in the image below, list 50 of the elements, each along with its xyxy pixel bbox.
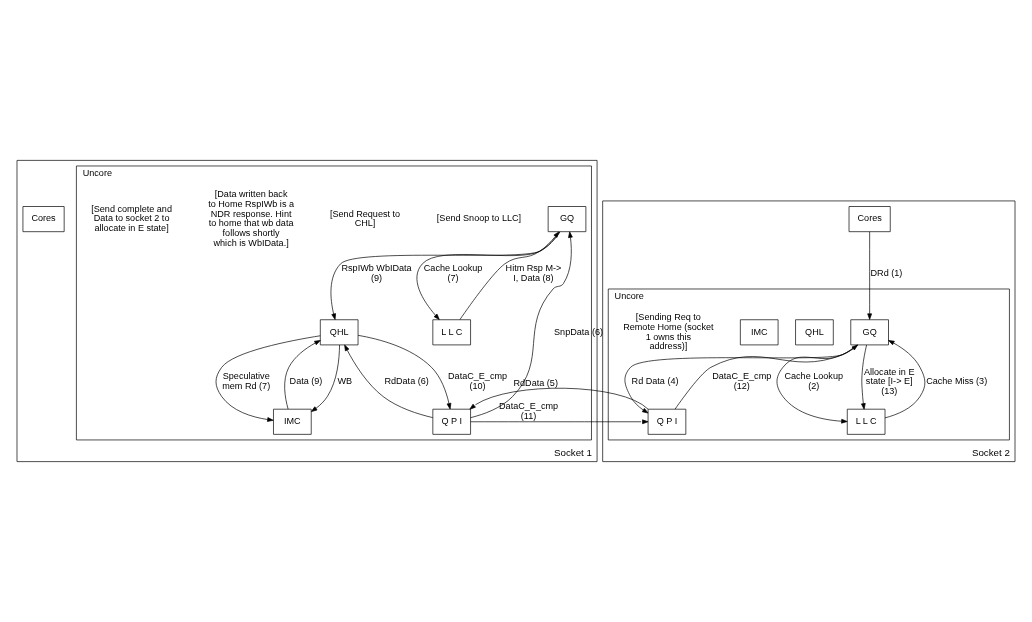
node-box: Cores	[848, 206, 891, 232]
edge-label: DRd (1)	[870, 267, 903, 278]
edge-label: RspIWb WbIData (9)	[341, 263, 412, 283]
arrow	[344, 344, 434, 418]
arrow	[861, 344, 867, 410]
node-box: GQ	[547, 206, 587, 232]
edge-label: Data (9)	[289, 376, 323, 387]
edge-label: DataC_E_cmp (11)	[499, 401, 559, 422]
edge-label: Rd Data (4)	[631, 376, 679, 387]
edge-label: Speculative mem Rd (7)	[222, 371, 271, 392]
arrow	[459, 231, 560, 320]
node-box: L L C	[846, 408, 886, 435]
node-box: IMC	[273, 408, 312, 435]
edge-label: DataC_E_cmp (12)	[712, 371, 772, 392]
label: [Send Request to CHL]	[329, 208, 401, 229]
node-box: GQ	[850, 319, 889, 346]
arrow	[470, 231, 573, 418]
arrow	[884, 340, 926, 419]
edge-label: WB	[337, 376, 353, 387]
node-box: QHL	[795, 319, 834, 346]
arrow	[284, 340, 321, 410]
edge-label: DataC_E_cmp (10)	[448, 371, 508, 392]
node-box: Q P I	[432, 408, 471, 435]
arrow	[357, 335, 452, 410]
arrow	[416, 231, 561, 320]
node-box: Q P I	[647, 408, 687, 435]
edge-label: Cache Lookup (7)	[423, 263, 483, 283]
arrow	[215, 335, 321, 422]
node-box: Cores	[22, 206, 65, 232]
edge-label: Cache Miss (3)	[926, 376, 988, 387]
node-box: IMC	[740, 319, 779, 346]
edge-label: RdData (5)	[513, 377, 558, 388]
node-box: L L C	[432, 319, 471, 346]
label: [Sending Req to Remote Home (socket 1 owns this address)]	[623, 312, 714, 352]
arrow	[330, 231, 561, 320]
arrow	[311, 344, 340, 412]
arrow	[470, 419, 649, 425]
arrow	[867, 231, 872, 320]
edge-label: RdData (6)	[384, 376, 429, 387]
edge-label: Cache Lookup (2)	[784, 371, 844, 392]
arrow	[469, 387, 649, 410]
label: [Data written back to Home RspIWb is a NDR response. Hint to home that wb data follows shortly which is WbIData.]	[208, 189, 294, 248]
label: [Send complete and Data to socket 2 to allocate in E state]	[91, 203, 172, 234]
edge-label: Hitm Rsp M-> I, Data (8)	[505, 263, 562, 283]
arrow	[674, 344, 858, 410]
edge-label: Allocate in E state [I-> E] (13)	[863, 366, 915, 397]
arrow	[776, 344, 858, 424]
label: [Send Snoop to LLC]	[436, 213, 522, 224]
arrow	[624, 344, 859, 414]
node-box: QHL	[319, 319, 359, 346]
